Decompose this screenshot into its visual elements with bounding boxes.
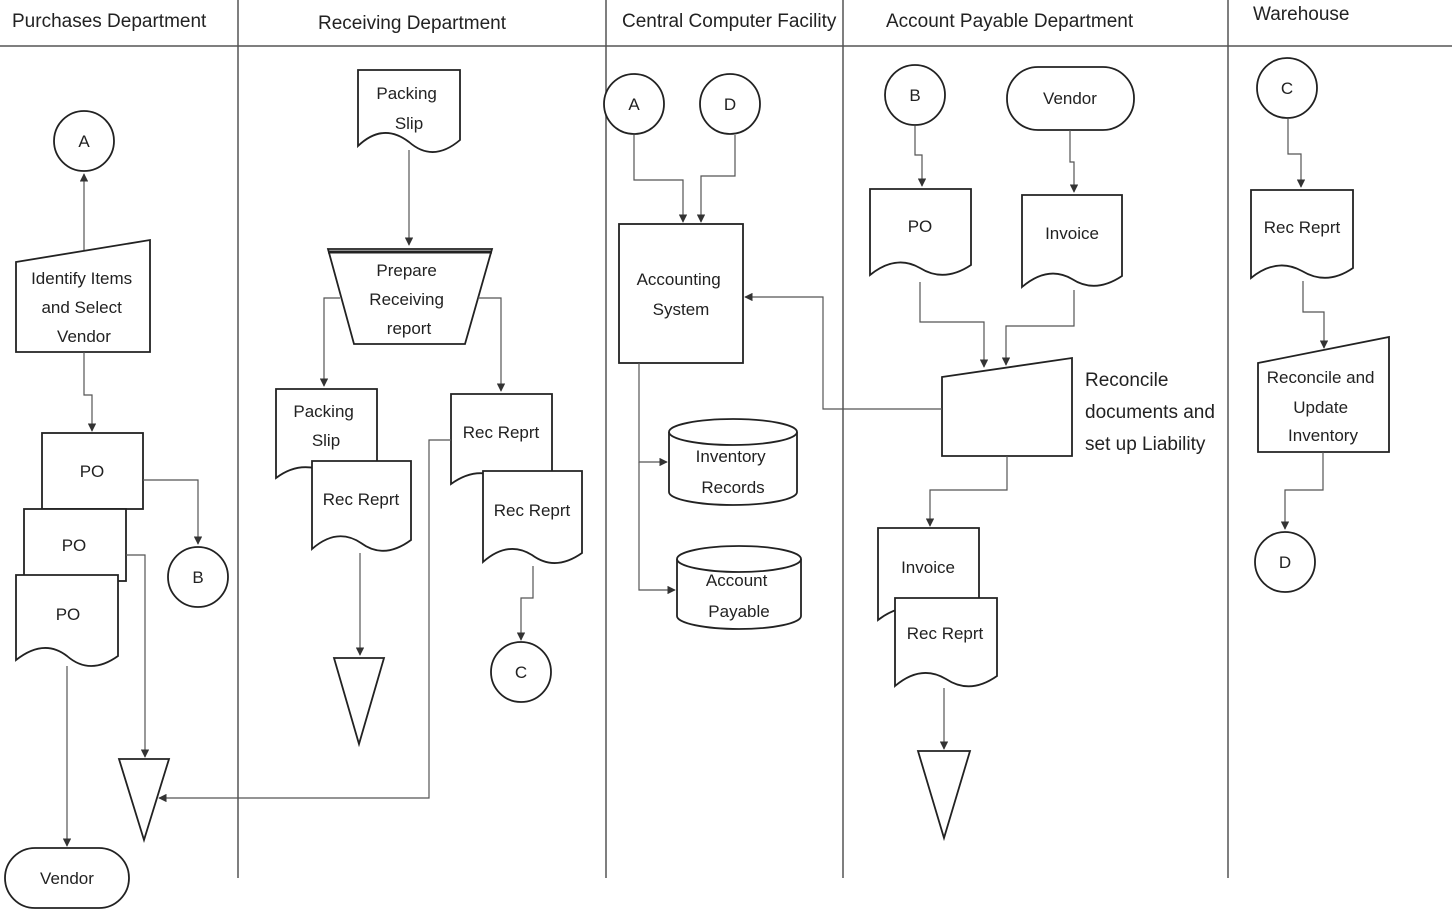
svg-text:Reconcile and Update: Reconcile and Update Inventory bbox=[1267, 368, 1379, 445]
flow-arrow bbox=[83, 352, 97, 432]
accounting-system-process: Accounting System bbox=[618, 223, 744, 364]
flow-arrow bbox=[516, 566, 534, 641]
swimlanes: Purchases Department Receiving Departmen… bbox=[0, 0, 1452, 878]
computer-lane: A D Accounting System Inventory Records bbox=[603, 73, 802, 630]
flow-arrow bbox=[925, 456, 1008, 527]
svg-text:Packing Slip: Packing Slip bbox=[376, 84, 441, 133]
connector-b-onpage: B bbox=[884, 64, 946, 126]
svg-text:Rec Reprt: Rec Reprt bbox=[323, 490, 400, 509]
svg-text:D: D bbox=[724, 95, 736, 114]
lane-title-purchases: Purchases Department bbox=[12, 11, 207, 32]
svg-text:B: B bbox=[909, 86, 920, 105]
flow-arrow bbox=[478, 297, 506, 392]
rec-report-stack: Rec Reprt Rec Reprt bbox=[450, 393, 583, 564]
po-document-1 bbox=[41, 432, 144, 510]
po-document-3 bbox=[15, 574, 119, 667]
identify-items-manual-op: Identify Items and Select Vendor bbox=[15, 238, 151, 353]
payable-lane: B Vendor PO Invoice Reconcile documents … bbox=[744, 64, 1220, 842]
rec-report-document: Rec Reprt bbox=[1250, 189, 1354, 280]
svg-text:A: A bbox=[78, 132, 90, 151]
svg-text:B: B bbox=[192, 568, 203, 587]
purchases-lane: A Identify Items and Select Vendor PO PO… bbox=[4, 110, 229, 909]
svg-text:Accounting System: Accounting System bbox=[637, 270, 726, 319]
svg-text:PO: PO bbox=[80, 462, 105, 481]
rec-report-copy bbox=[311, 460, 412, 552]
flow-arrow bbox=[1302, 281, 1329, 349]
flow-arrow bbox=[914, 126, 927, 187]
svg-text:Rec Reprt: Rec Reprt bbox=[907, 624, 984, 643]
svg-text:D: D bbox=[1279, 553, 1291, 572]
rec-report-copy bbox=[482, 470, 583, 564]
po-document-stack: PO PO PO bbox=[15, 432, 144, 667]
flow-arrow bbox=[143, 479, 203, 545]
lane-title-payable: Account Payable Department bbox=[886, 11, 1134, 32]
flow-arrow bbox=[126, 554, 150, 758]
rec-report-copy bbox=[894, 597, 998, 688]
flow-arrow bbox=[696, 135, 736, 223]
svg-text:C: C bbox=[1281, 79, 1293, 98]
flow-arrow bbox=[744, 292, 942, 410]
po-document-2 bbox=[23, 508, 127, 582]
flow-arrow bbox=[638, 462, 676, 595]
lane-title-receiving: Receiving Department bbox=[318, 13, 507, 34]
svg-text:A: A bbox=[628, 95, 640, 114]
lane-title-computer: Central Computer Facility bbox=[622, 11, 837, 32]
payable-file-triangle bbox=[916, 750, 972, 842]
svg-text:PO: PO bbox=[56, 605, 81, 624]
svg-text:Account Payable: Account Payable bbox=[706, 571, 772, 621]
reconcile-documents-manual-op bbox=[941, 356, 1073, 457]
flow-arrow bbox=[638, 363, 668, 467]
svg-text:Invoice: Invoice bbox=[1045, 224, 1099, 243]
receiving-file-triangle bbox=[332, 657, 386, 748]
flow-arrow bbox=[1287, 119, 1306, 188]
svg-text:Rec Reprt: Rec Reprt bbox=[463, 423, 540, 442]
svg-text:Packing Slip: Packing Slip bbox=[293, 402, 358, 450]
invoice-rec-report-stack: Invoice Rec Reprt bbox=[877, 527, 998, 688]
receiving-lane: Packing Slip Prepare Receiving report Pa… bbox=[158, 69, 583, 803]
packing-slip-document: Packing Slip bbox=[357, 69, 461, 153]
svg-text:Vendor: Vendor bbox=[1043, 89, 1097, 108]
vendor-terminal: Vendor bbox=[1006, 66, 1135, 131]
connector-d-onpage: D bbox=[699, 73, 761, 135]
reconcile-documents-label: Reconcile documents and set up Liability bbox=[1085, 370, 1220, 455]
purchases-file-triangle bbox=[117, 758, 171, 844]
flow-arrow bbox=[1001, 290, 1075, 366]
packing-slip-rec-report-stack: Packing Slip Rec Reprt bbox=[275, 388, 412, 552]
svg-text:Rec Reprt: Rec Reprt bbox=[494, 501, 571, 520]
connector-a-offpage: A bbox=[53, 110, 115, 172]
connector-a-onpage: A bbox=[603, 73, 665, 135]
lane-title-warehouse: Warehouse bbox=[1253, 4, 1349, 25]
flow-arrow bbox=[633, 135, 688, 223]
flow-arrow bbox=[1280, 452, 1324, 530]
identify-items-label: Identify Items and Select Vendor bbox=[31, 269, 137, 346]
prepare-receiving-report-manual: Prepare Receiving report bbox=[326, 248, 494, 345]
flow-arrow bbox=[158, 439, 451, 803]
flow-arrow bbox=[319, 297, 340, 387]
inventory-records-database: Inventory Records bbox=[668, 418, 798, 506]
connector-b-offpage: B bbox=[167, 546, 229, 608]
connector-c-offpage: C bbox=[490, 641, 552, 703]
svg-text:PO: PO bbox=[62, 536, 87, 555]
warehouse-lane: C Rec Reprt Reconcile and Update Invento… bbox=[1250, 57, 1390, 593]
svg-text:Prepare Receiving: Prepare Receiving report bbox=[369, 261, 448, 338]
connector-d-offpage: D bbox=[1254, 531, 1316, 593]
po-document: PO bbox=[869, 188, 972, 277]
accounts-payable-database: Account Payable bbox=[676, 545, 802, 630]
flow-arrow bbox=[919, 282, 989, 368]
svg-text:PO: PO bbox=[908, 217, 933, 236]
reconcile-inventory-manual-op: Reconcile and Update Inventory bbox=[1257, 335, 1390, 453]
svg-text:Inventory Records: Inventory Records bbox=[696, 447, 771, 497]
connector-c-onpage: C bbox=[1256, 57, 1318, 119]
svg-text:C: C bbox=[515, 663, 527, 682]
vendor-terminal: Vendor bbox=[4, 847, 130, 909]
svg-text:Vendor: Vendor bbox=[40, 869, 94, 888]
invoice-document: Invoice bbox=[1021, 194, 1123, 289]
flow-arrow bbox=[1069, 130, 1079, 193]
svg-text:Rec Reprt: Rec Reprt bbox=[1264, 218, 1341, 237]
svg-text:Invoice: Invoice bbox=[901, 558, 955, 577]
